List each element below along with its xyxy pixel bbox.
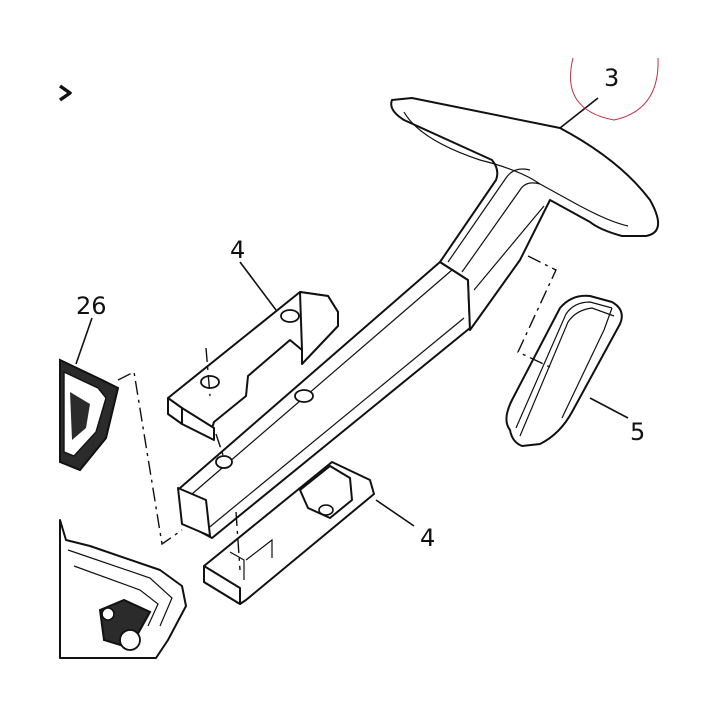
base-housing-part: [59, 519, 187, 659]
leader-line-5: [589, 397, 629, 419]
clip-lower-part: [203, 461, 375, 605]
assembly-lines: [117, 255, 557, 571]
callout-26: 26: [76, 292, 107, 320]
highlight-arc: [569, 57, 659, 121]
clip-upper-part: [167, 291, 339, 441]
chevron-right-icon[interactable]: [58, 84, 72, 102]
housing-part: [59, 358, 120, 472]
leader-line-26: [75, 317, 93, 365]
callout-4-lower: 4: [420, 524, 435, 552]
grip-pad-part: [505, 294, 623, 447]
handle-part: [177, 97, 659, 539]
callout-5: 5: [630, 418, 645, 446]
callout-3: 3: [604, 64, 619, 92]
leader-line-4-upper: [239, 261, 277, 311]
leader-line-4-lower: [375, 499, 415, 527]
callout-4-upper: 4: [230, 236, 245, 264]
leader-line-3: [559, 97, 599, 129]
